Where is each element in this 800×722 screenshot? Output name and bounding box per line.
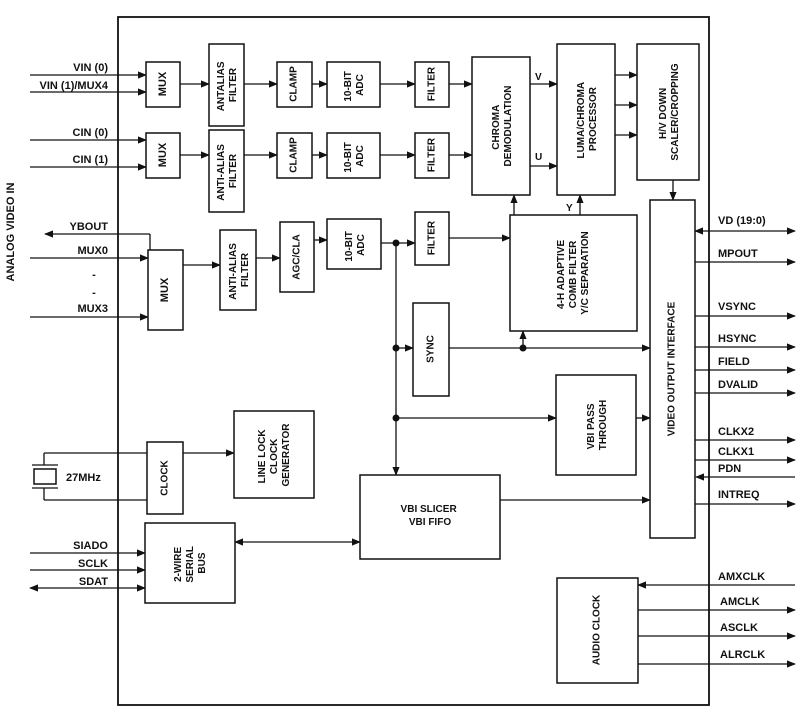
hv-down-scaler-block <box>636 43 700 181</box>
pin-mux0: MUX0 <box>77 245 108 257</box>
output-labels: VD (19:0) MPOUT VSYNC HSYNC FIELD DVALID… <box>718 215 766 661</box>
pin-dash-2: - <box>92 287 96 299</box>
line-lock-clock-generator-block-label: LINE LOCK CLOCK GENERATOR <box>257 423 292 487</box>
pin-sdat: SDAT <box>79 576 108 588</box>
pin-asclk: ASCLK <box>720 622 758 634</box>
agc-cla-block-label: AGC/CLA <box>292 234 303 280</box>
pin-dash-1: - <box>92 269 96 281</box>
pin-clkx2: CLKX2 <box>718 426 754 438</box>
pin-ybout: YBOUT <box>70 221 109 233</box>
mux-block-vin-label: MUX <box>157 71 169 96</box>
pin-sclk: SCLK <box>78 558 108 570</box>
luma-chroma-processor-block <box>556 43 616 196</box>
junction-dot <box>392 239 400 247</box>
analog-video-in-label: ANALOG VIDEO IN <box>5 182 17 281</box>
clamp-block-vin <box>276 61 313 108</box>
filter-block-cin <box>414 132 450 179</box>
vbi-pass-through-block <box>555 374 637 476</box>
pin-cin1: CIN (1) <box>73 154 109 166</box>
pin-siado: SIADO <box>73 540 108 552</box>
pin-alrclk: ALRCLK <box>720 649 765 661</box>
clamp-block-vin-label: CLAMP <box>289 66 300 102</box>
pin-dvalid: DVALID <box>718 379 758 391</box>
adc-block-ybout-label: 10-BIT ADC <box>344 228 367 261</box>
clamp-block-cin <box>276 132 313 179</box>
video-output-interface-block-label: VIDEO OUTPUT INTERFACE <box>667 301 678 436</box>
mux-block-vin <box>145 61 181 108</box>
chroma-demodulation-block <box>471 56 531 196</box>
filter-block-vin <box>414 61 450 108</box>
antialias-filter-block-ybout <box>219 229 257 311</box>
chip-outline <box>117 16 710 706</box>
pin-amxclk: AMXCLK <box>718 571 765 583</box>
filter-block-vin-label: FILTER <box>427 66 438 101</box>
mux-block-ybout <box>147 249 184 331</box>
filter-block-ybout <box>414 211 450 266</box>
pin-vin0: VIN (0) <box>73 62 108 74</box>
pin-intreq: INTREQ <box>718 489 760 501</box>
adc-block-vin <box>326 61 381 108</box>
junction-dot <box>392 344 400 352</box>
luma-chroma-processor-block-label: LUMA/CHROMA PROCESSOR <box>576 79 599 158</box>
pin-cin0: CIN (0) <box>73 127 109 139</box>
antialias-filter-block-vin <box>208 43 245 127</box>
two-wire-serial-bus-block-label: 2-WIRE SERIAL BUS <box>173 543 208 582</box>
pin-clkx1: CLKX1 <box>718 446 754 458</box>
adc-block-cin-label: 10-BIT ADC <box>343 139 366 172</box>
junction-dot <box>392 414 400 422</box>
junction-dot <box>519 344 527 352</box>
pin-vsync: VSYNC <box>718 301 756 313</box>
pin-hsync: HSYNC <box>718 333 757 345</box>
vbi-slicer-block-label: VBI SLICER VBI FIFO <box>401 504 460 528</box>
adc-block-vin-label: 10-BIT ADC <box>343 68 366 101</box>
input-labels: VIN (0) VIN (1)/MUX4 CIN (0) CIN (1) YBO… <box>40 62 109 588</box>
clock-block <box>146 441 184 515</box>
clamp-block-cin-label: CLAMP <box>289 137 300 173</box>
agc-cla-block <box>279 221 315 293</box>
pin-vd: VD (19:0) <box>718 215 766 227</box>
crystal-frequency-label: 27MHz <box>66 472 101 484</box>
crystal-symbol <box>32 464 58 489</box>
mux-block-cin <box>145 132 181 179</box>
filter-block-cin-label: FILTER <box>427 137 438 172</box>
vbi-slicer-block <box>359 474 501 560</box>
pin-field: FIELD <box>718 356 750 368</box>
video-output-interface-block <box>649 199 696 539</box>
hv-down-scaler-block-label: H/V DOWN SCALER/CROPPING <box>658 63 681 160</box>
clock-block-label: CLOCK <box>160 459 171 495</box>
antialias-filter-block-ybout-label: ANTI-ALIAS FILTER <box>228 240 251 299</box>
pin-mpout: MPOUT <box>718 248 758 260</box>
antialias-filter-block-cin-label: ANTI-ALIAS FILTER <box>216 141 239 200</box>
vbi-pass-through-block-label: VBI PASS THROUGH <box>586 400 609 451</box>
mux-block-ybout-label: MUX <box>159 277 171 302</box>
pin-vin1-mux4: VIN (1)/MUX4 <box>40 80 109 92</box>
comb-filter-block <box>509 214 638 332</box>
line-lock-clock-generator-block <box>233 410 315 499</box>
adc-block-cin <box>326 132 381 179</box>
comb-filter-block-label: 4-H ADAPTIVE COMB FILTER Y/C SEPARATION <box>556 231 591 315</box>
signal-u-label: U <box>535 152 542 163</box>
filter-block-ybout-label: FILTER <box>427 220 438 255</box>
sync-block-label: SYNC <box>426 335 437 363</box>
sync-block <box>412 302 450 397</box>
signal-y-label: Y <box>566 203 573 214</box>
audio-clock-block <box>556 577 639 684</box>
signal-v-label: V <box>535 72 542 83</box>
two-wire-serial-bus-block <box>144 522 236 604</box>
pin-pdn: PDN <box>718 463 741 475</box>
mux-block-cin-label: MUX <box>157 142 169 167</box>
antialias-filter-block-vin-label: ANTALIAS FILTER <box>216 59 239 112</box>
antialias-filter-block-cin <box>208 129 245 213</box>
pin-amclk: AMCLK <box>720 596 760 608</box>
wires <box>29 71 796 668</box>
audio-clock-block-label: AUDIO CLOCK <box>592 594 603 665</box>
adc-block-ybout <box>326 218 382 270</box>
pin-mux3: MUX3 <box>77 303 108 315</box>
chroma-demodulation-block-label: CHROMA DEMODULATION <box>491 86 514 167</box>
